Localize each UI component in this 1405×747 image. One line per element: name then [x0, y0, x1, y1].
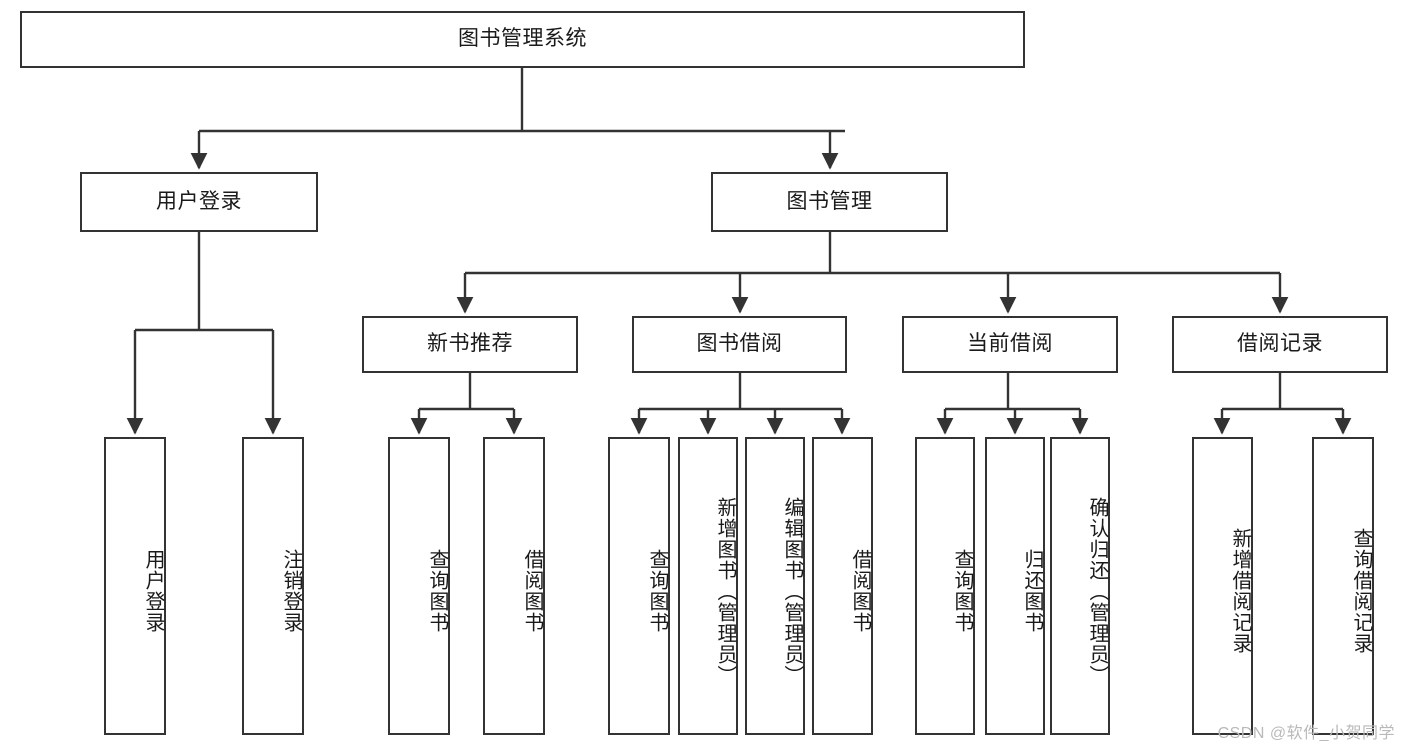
node-label: 借阅图书 [521, 549, 543, 633]
node-label: 当前借阅 [967, 332, 1053, 356]
leaf-add-borrow-record[interactable]: 新增借阅记录 [1192, 437, 1253, 735]
node-new-book-recommend[interactable]: 新书推荐 [362, 316, 578, 373]
leaf-add-book-admin[interactable]: 新增图书（管理员） [678, 437, 738, 735]
node-label: 确认归还（管理员） [1086, 496, 1108, 686]
node-label: 用户登录 [156, 189, 242, 213]
node-user-login[interactable]: 用户登录 [80, 172, 318, 232]
node-book-borrow[interactable]: 图书借阅 [632, 316, 847, 373]
leaf-logout[interactable]: 注销登录 [242, 437, 304, 735]
node-label: 借阅图书 [849, 549, 871, 633]
node-root-system[interactable]: 图书管理系统 [20, 11, 1025, 68]
node-label: 查询图书 [951, 549, 973, 633]
node-label: 新增图书（管理员） [714, 496, 736, 686]
leaf-return-book[interactable]: 归还图书 [985, 437, 1045, 735]
leaf-borrow-book[interactable]: 借阅图书 [812, 437, 873, 735]
csdn-watermark: CSDN @软件_小贺同学 [1217, 725, 1395, 742]
leaf-edit-book-admin[interactable]: 编辑图书（管理员） [745, 437, 805, 735]
node-book-manage[interactable]: 图书管理 [711, 172, 948, 232]
node-label: 新增借阅记录 [1229, 528, 1251, 654]
node-label: 查询图书 [646, 549, 668, 633]
node-label: 新书推荐 [427, 332, 513, 356]
leaf-confirm-return-admin[interactable]: 确认归还（管理员） [1050, 437, 1110, 735]
node-label: 用户登录 [142, 549, 164, 633]
node-label: 归还图书 [1021, 549, 1043, 633]
node-label: 注销登录 [280, 549, 302, 633]
node-label: 查询图书 [426, 549, 448, 633]
node-label: 图书借阅 [696, 332, 783, 356]
node-label: 借阅记录 [1237, 332, 1323, 356]
node-label: 图书管理 [786, 189, 873, 213]
node-current-borrow[interactable]: 当前借阅 [902, 316, 1118, 373]
node-label: 查询借阅记录 [1350, 528, 1372, 654]
leaf-query-book-borrow[interactable]: 查询图书 [608, 437, 670, 735]
node-borrow-record[interactable]: 借阅记录 [1172, 316, 1388, 373]
leaf-query-book-recommend[interactable]: 查询图书 [388, 437, 450, 735]
leaf-user-login[interactable]: 用户登录 [104, 437, 166, 735]
node-label: 编辑图书（管理员） [781, 496, 803, 686]
leaf-borrow-book-recommend[interactable]: 借阅图书 [483, 437, 545, 735]
leaf-query-borrow-record[interactable]: 查询借阅记录 [1312, 437, 1374, 735]
node-label: 图书管理系统 [458, 27, 587, 51]
leaf-query-book-current[interactable]: 查询图书 [915, 437, 975, 735]
